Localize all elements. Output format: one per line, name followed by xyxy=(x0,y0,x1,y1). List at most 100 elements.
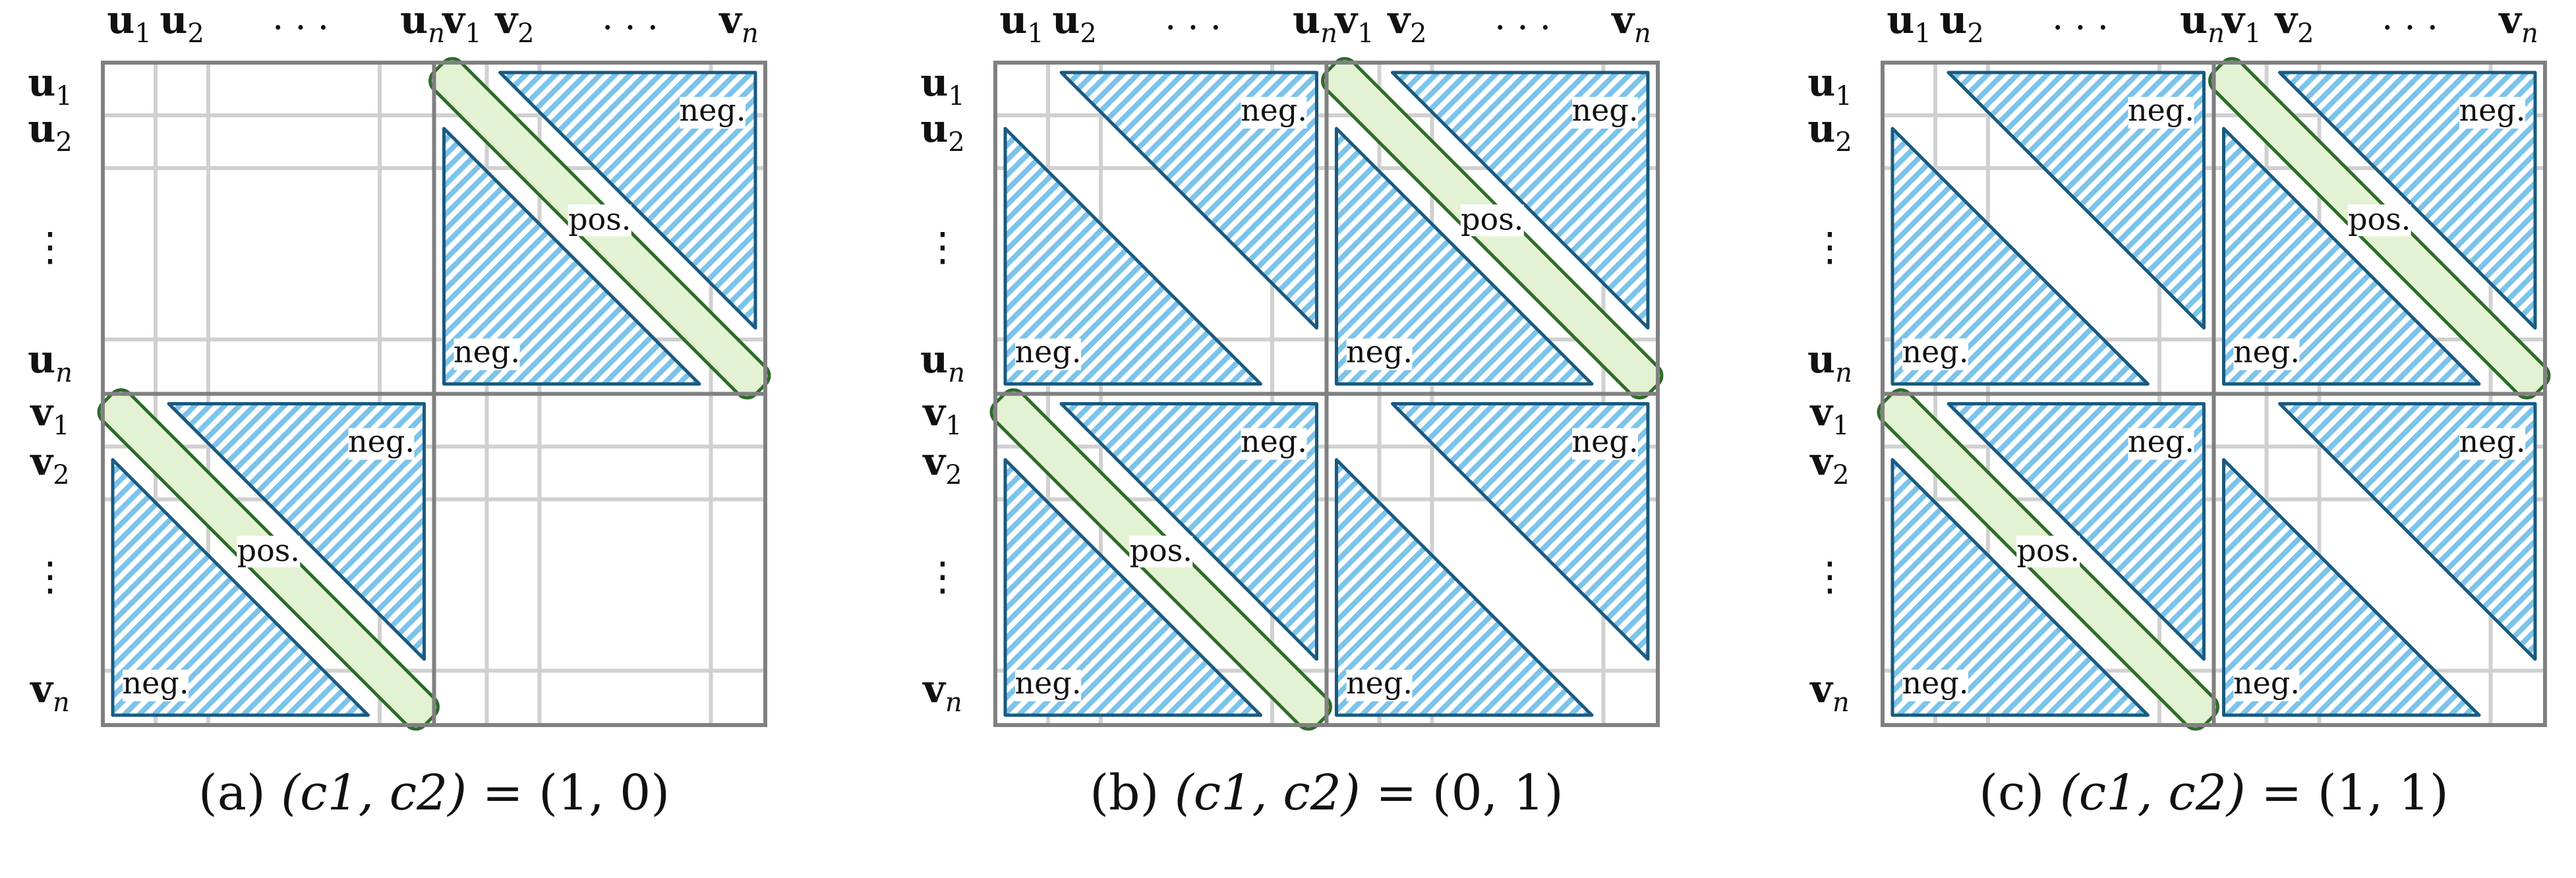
neg-region-c-uv-lower-label-bg xyxy=(2233,338,2300,370)
neg-region-b-vu-upper-label: neg. xyxy=(1241,424,1307,459)
col-label-u2: u2 xyxy=(1939,0,1984,49)
caption-c: (c) (c1, c2) = (1, 1) xyxy=(1979,765,2449,821)
col-label-u2: u2 xyxy=(160,0,204,49)
neg-region-c-vv-upper-label-bg xyxy=(2459,428,2525,460)
neg-region-b-uu-upper xyxy=(1059,71,1318,330)
neg-region-c-vu-upper xyxy=(1947,402,2206,661)
col-label-u1: u1 xyxy=(1887,0,1931,49)
col-label-ellipsis: . . . xyxy=(2382,0,2438,38)
row-label-ellipsis: ⋮ xyxy=(1810,224,1850,270)
caption-a: (a) (c1, c2) = (1, 0) xyxy=(198,765,670,821)
neg-region-c-vv-upper-label: neg. xyxy=(2459,424,2526,459)
neg-region-b-uv-lower-label-bg xyxy=(1346,338,1413,370)
neg-region-b-uu-lower-label-bg xyxy=(1015,338,1081,370)
col-label-v2: v2 xyxy=(2273,0,2314,49)
pos-band-b-uv-label: pos. xyxy=(1461,201,1523,237)
neg-region-b-vu-upper-label-bg xyxy=(1241,428,1307,460)
neg-region-c-uu-lower-label-bg xyxy=(1902,338,1968,370)
col-label-vn: vn xyxy=(2498,0,2538,49)
pos-band-a-vu-label-bg xyxy=(237,535,301,568)
neg-region-b-uu-lower-label: neg. xyxy=(1015,334,1082,370)
pos-band-c-uv-label-bg xyxy=(2347,204,2411,237)
col-label-ellipsis: . . . xyxy=(1165,0,1221,38)
pos-band-c-vu-label-bg xyxy=(2016,535,2080,568)
block-a-uv: neg.neg.pos. xyxy=(428,57,771,399)
row-label-u1: u1 xyxy=(1807,60,1852,111)
neg-region-c-vu-lower xyxy=(1890,458,2150,717)
col-label-ellipsis: . . . xyxy=(2052,0,2109,38)
row-label-un: un xyxy=(1807,337,1852,388)
col-label-u1: u1 xyxy=(107,0,152,49)
neg-region-a-uv-upper-label: neg. xyxy=(680,92,746,128)
neg-region-b-uu-upper-label-bg xyxy=(1241,97,1307,129)
col-label-un: un xyxy=(400,0,445,49)
neg-region-b-vv-lower-label: neg. xyxy=(1346,665,1413,701)
neg-region-a-vu-upper xyxy=(167,402,426,661)
neg-region-c-uu-lower xyxy=(1890,127,2150,386)
neg-region-a-vu-lower-label: neg. xyxy=(123,665,189,701)
block-b-vv: neg. neg. xyxy=(1335,402,1650,717)
row-label-v2: v2 xyxy=(922,439,962,490)
neg-region-c-uv-upper xyxy=(2278,71,2537,330)
block-b-vu: neg.neg.pos. xyxy=(989,388,1332,731)
row-label-u1: u1 xyxy=(28,60,73,111)
row-label-ellipsis: ⋮ xyxy=(923,554,962,600)
pos-band-c-uv-label: pos. xyxy=(2348,201,2411,237)
neg-region-b-vu-upper xyxy=(1059,402,1318,661)
neg-region-c-uv-lower-label: neg. xyxy=(2233,334,2300,370)
neg-region-b-vu-lower xyxy=(1003,458,1262,717)
neg-region-c-uu-lower-label: neg. xyxy=(1902,334,1969,370)
panel-b: neg.neg.neg.neg.pos.neg.neg.pos.neg.neg.… xyxy=(920,0,1664,821)
neg-region-b-vv-lower-label-bg xyxy=(1346,670,1413,701)
neg-region-b-uv-upper-label: neg. xyxy=(1572,92,1639,128)
pos-band-b-vu-label-bg xyxy=(1129,535,1193,568)
neg-region-b-vv-lower xyxy=(1335,458,1594,717)
neg-region-a-vu-upper-label-bg xyxy=(348,428,415,460)
row-label-v1: v1 xyxy=(922,390,962,441)
row-label-vn: vn xyxy=(29,666,69,718)
block-b-uu: neg.neg. xyxy=(1003,71,1318,386)
neg-region-c-vv-lower-label-bg xyxy=(2233,670,2300,701)
row-label-v2: v2 xyxy=(1809,439,1849,490)
pos-band-c-vu-label: pos. xyxy=(2017,533,2080,568)
neg-region-c-uu-upper-label-bg xyxy=(2128,97,2194,129)
col-label-un: un xyxy=(1293,0,1337,49)
neg-region-b-uv-lower-label: neg. xyxy=(1346,334,1413,370)
col-label-v1: v1 xyxy=(2221,0,2261,49)
row-label-un: un xyxy=(920,337,965,388)
neg-region-b-vv-upper-label: neg. xyxy=(1572,424,1639,459)
neg-region-c-uv-upper-label: neg. xyxy=(2459,92,2526,128)
row-label-u1: u1 xyxy=(920,60,965,111)
neg-region-b-uv-lower xyxy=(1335,127,1594,386)
pos-band-b-vu-label: pos. xyxy=(1130,533,1192,568)
col-label-ellipsis: . . . xyxy=(602,0,659,38)
neg-region-a-uv-lower xyxy=(442,127,701,386)
block-a-vu: neg.neg.pos. xyxy=(97,388,440,731)
col-label-un: un xyxy=(2180,0,2225,49)
neg-region-c-uu-upper-label: neg. xyxy=(2128,92,2194,128)
pos-band-a-uv-label-bg xyxy=(568,204,631,237)
neg-region-c-uv-lower xyxy=(2222,127,2481,386)
col-label-v1: v1 xyxy=(1333,0,1374,49)
neg-region-b-uu-lower xyxy=(1003,127,1262,386)
row-label-ellipsis: ⋮ xyxy=(30,224,70,270)
col-label-vn: vn xyxy=(718,0,758,49)
col-label-v2: v2 xyxy=(494,0,534,49)
neg-region-b-uv-upper xyxy=(1391,71,1650,330)
neg-region-a-vu-lower xyxy=(111,458,370,717)
col-label-u2: u2 xyxy=(1052,0,1097,49)
panel-c: neg.neg.neg.neg.pos.neg.neg.pos.neg.neg.… xyxy=(1807,0,2551,821)
row-label-v1: v1 xyxy=(1809,390,1849,441)
block-c-vu: neg.neg.pos. xyxy=(1877,388,2219,731)
col-label-vn: vn xyxy=(1610,0,1651,49)
row-label-ellipsis: ⋮ xyxy=(923,224,962,270)
neg-region-c-uv-upper-label-bg xyxy=(2459,97,2525,129)
block-c-uv: neg. neg. pos. xyxy=(2208,57,2551,399)
neg-region-a-uv-lower-label-bg xyxy=(454,338,520,370)
neg-region-c-vv-lower-label: neg. xyxy=(2233,665,2300,701)
row-label-vn: vn xyxy=(1809,666,1849,718)
caption-b: (b) (c1, c2) = (0, 1) xyxy=(1090,765,1563,821)
neg-region-a-uv-upper-label-bg xyxy=(680,97,746,129)
